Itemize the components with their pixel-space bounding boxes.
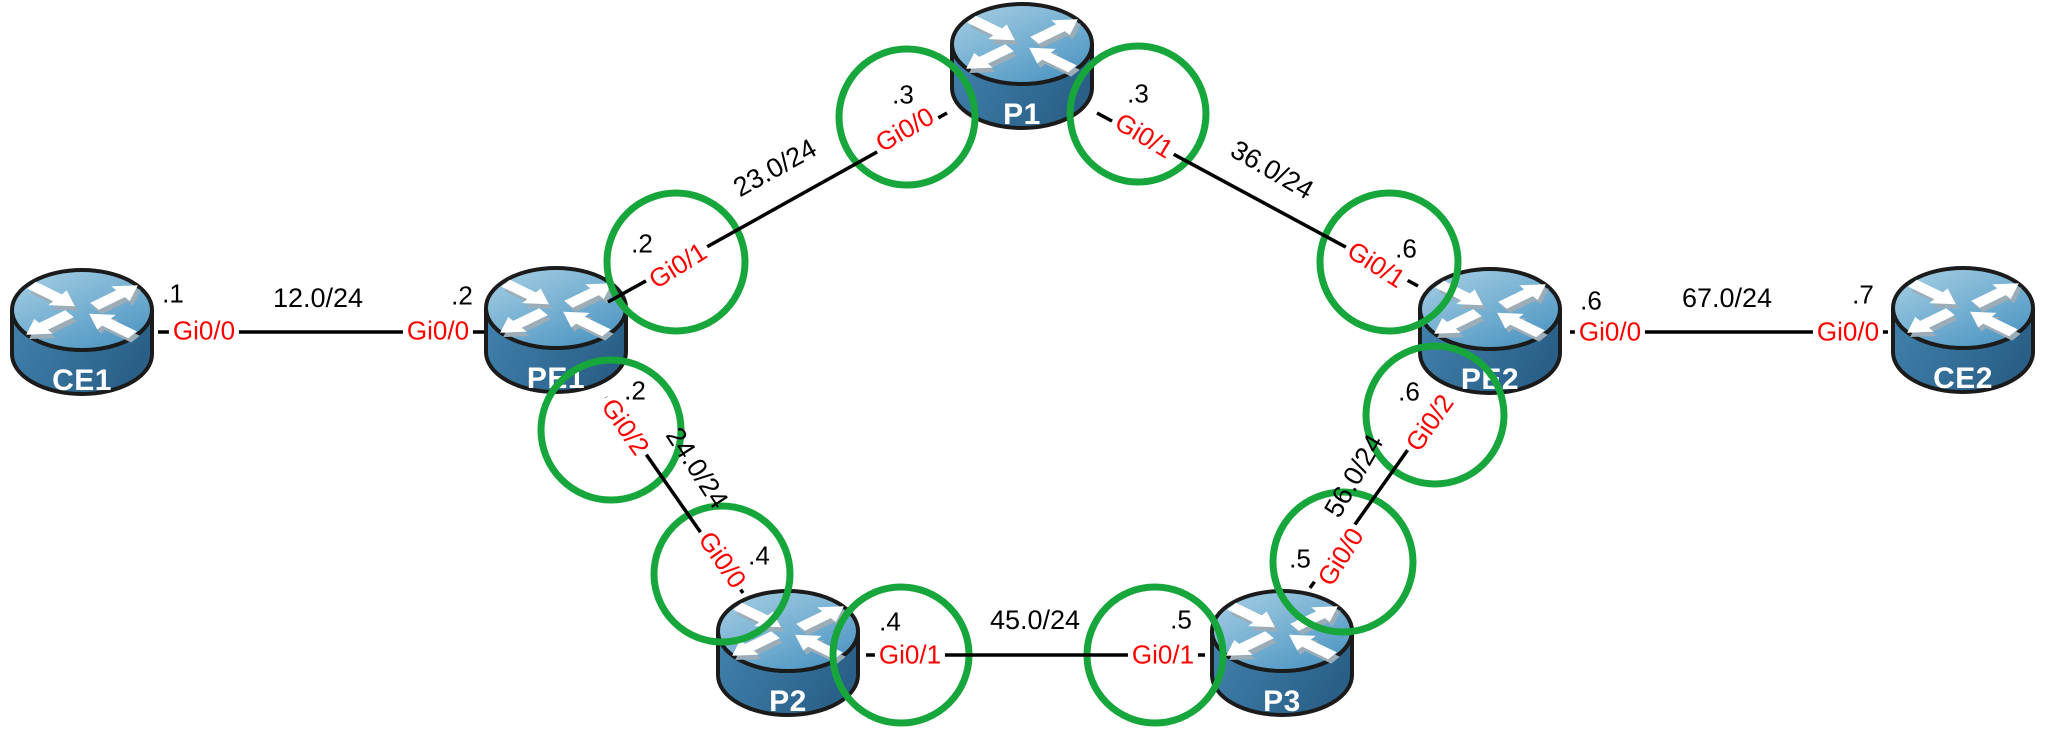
- subnet-label: 24.0/24: [660, 421, 735, 514]
- router-p3: P3: [1207, 587, 1357, 719]
- ip-suffix-label: .3: [892, 79, 914, 110]
- ip-suffix-label: .2: [631, 228, 653, 259]
- ip-suffix-label: .6: [1395, 233, 1417, 264]
- ip-suffix-label: .3: [1127, 78, 1149, 109]
- ip-suffix-label: .5: [1289, 543, 1311, 574]
- subnet-label: 23.0/24: [728, 132, 822, 203]
- router-p2: P2: [713, 587, 863, 719]
- router-ce2: CE2: [1888, 264, 2038, 396]
- ip-suffix-label: .4: [879, 606, 901, 637]
- interface-label-p2-gi01: Gi0/1: [874, 641, 946, 669]
- interface-label-pe2-gi00: Gi0/0: [1574, 318, 1646, 346]
- interface-label-ce2-gi00: Gi0/0: [1812, 318, 1884, 346]
- ip-suffix-label: .7: [1852, 279, 1874, 310]
- ip-suffix-label: .6: [1580, 285, 1602, 316]
- interface-label-ce1-gi00: Gi0/0: [168, 317, 240, 345]
- router-name: CE2: [1933, 362, 1993, 395]
- ip-suffix-label: .6: [1398, 376, 1420, 407]
- interface-label-p1-gi01: Gi0/1: [1106, 106, 1182, 166]
- ip-suffix-label: .1: [162, 278, 184, 309]
- subnet-label: 56.0/24: [1318, 429, 1390, 523]
- router-name: P1: [1003, 98, 1041, 131]
- subnet-label: 45.0/24: [989, 604, 1081, 635]
- ip-suffix-label: .2: [624, 375, 646, 406]
- ip-suffix-label: .2: [451, 280, 473, 311]
- router-name: P2: [769, 685, 807, 718]
- router-name: CE1: [52, 364, 112, 397]
- interface-label-p3-gi00: Gi0/0: [1310, 520, 1372, 594]
- router-p1: P1: [947, 0, 1097, 132]
- ip-suffix-label: .4: [748, 540, 770, 571]
- subnet-label: 36.0/24: [1225, 134, 1319, 206]
- interface-label-p2-gi00: Gi0/0: [690, 523, 754, 597]
- subnet-label: 67.0/24: [1681, 282, 1773, 313]
- interface-label-p3-gi01: Gi0/1: [1127, 641, 1199, 669]
- router-ce1: CE1: [7, 266, 157, 398]
- router-name: P3: [1263, 685, 1301, 718]
- ip-suffix-label: .5: [1170, 604, 1192, 635]
- subnet-label: 12.0/24: [272, 282, 364, 313]
- interface-label-pe1-gi00: Gi0/0: [402, 317, 474, 345]
- interface-label-p1-gi00: Gi0/0: [867, 100, 943, 160]
